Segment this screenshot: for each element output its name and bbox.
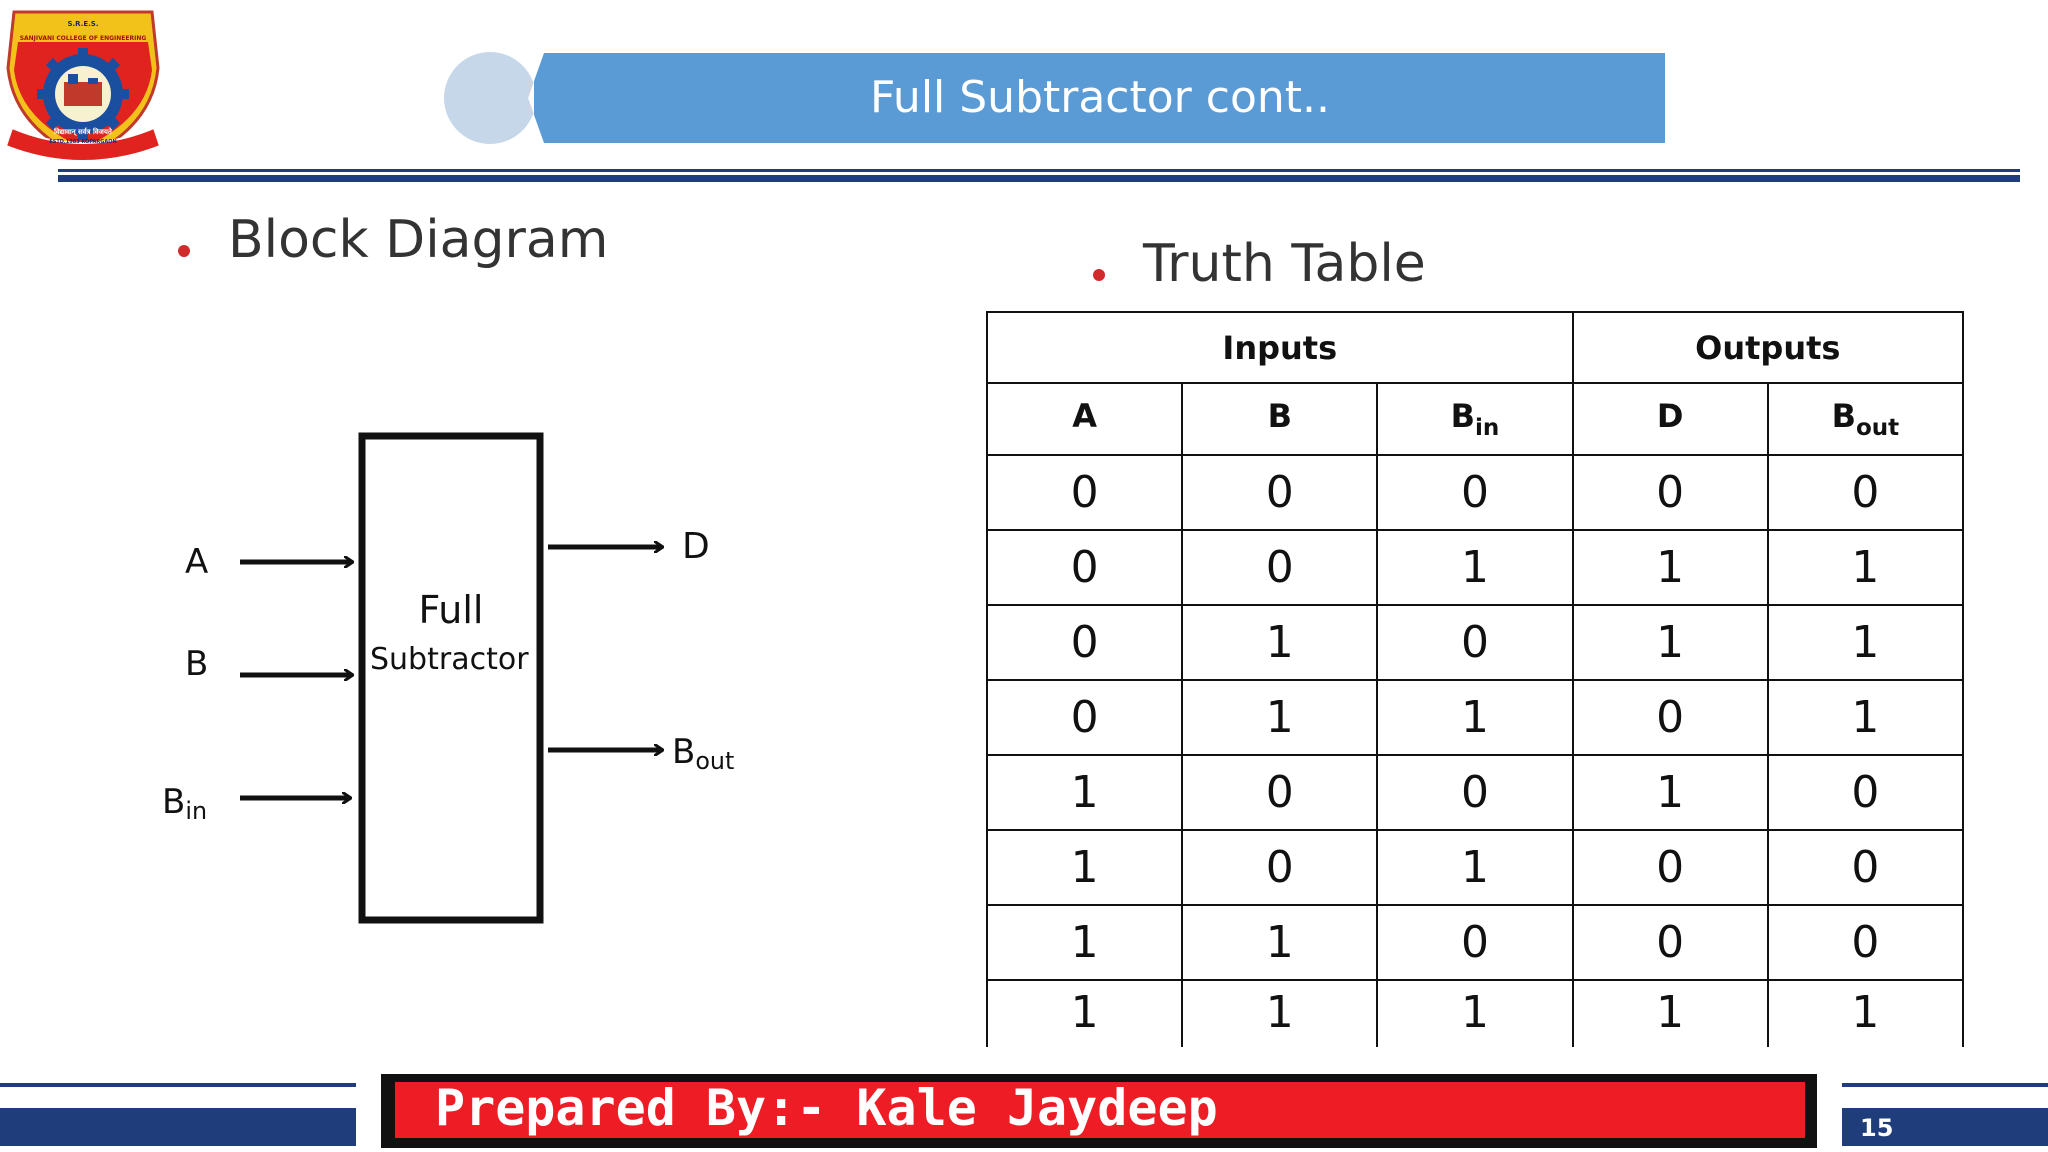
logo-org-text: S.R.E.S. [67, 20, 99, 28]
label-input-bin: Bin [162, 782, 208, 825]
table-cell: 0 [985, 529, 1184, 606]
table-cell: 0 [1181, 529, 1379, 606]
page-number: 15 [1860, 1114, 1894, 1142]
column-header-a: A [985, 382, 1184, 456]
table-cell: 0 [1181, 454, 1379, 531]
logo-est-text: ESTD.1983 KOPARGAON [49, 139, 117, 145]
table-cell: 1 [1766, 679, 1965, 756]
label-input-a: A [185, 542, 209, 582]
group-header-outputs: Outputs [1571, 311, 1965, 384]
column-header-b: B [1181, 382, 1379, 456]
table-cell: 0 [1571, 829, 1769, 906]
slide-title: Full Subtractor cont.. [870, 72, 1330, 123]
block-diagram-drawing [240, 432, 750, 924]
table-cell: 1 [1571, 604, 1769, 681]
heading-block-diagram: Block Diagram [228, 210, 609, 270]
table-cell: 1 [1376, 679, 1574, 756]
table-row: 0 0 1 1 1 [985, 529, 1965, 606]
table-cell: 1 [1571, 529, 1769, 606]
footer-rule-right-thick [1842, 1108, 2048, 1146]
label-output-d: D [682, 526, 710, 567]
table-cell: 0 [1376, 454, 1574, 531]
truth-table: Inputs Outputs A B Bin D Bout 0 0 0 0 0 … [985, 311, 1965, 1047]
table-cell: 0 [1376, 604, 1574, 681]
table-cell: 0 [1181, 829, 1379, 906]
bullet-icon [1093, 269, 1105, 281]
table-cell: 1 [1376, 829, 1574, 906]
table-cell: 0 [1766, 829, 1965, 906]
table-cell: 0 [1376, 754, 1574, 831]
table-row: 1 1 0 0 0 [985, 904, 1965, 981]
table-cell: 1 [1376, 979, 1574, 1047]
table-cell: 0 [1766, 454, 1965, 531]
table-row: 0 1 1 0 1 [985, 679, 1965, 756]
college-logo: S.R.E.S. SANJIVANI COLLEGE OF ENGINEERIN… [2, 8, 164, 168]
title-bar [528, 53, 1665, 143]
table-row: 1 1 1 1 1 [985, 979, 1965, 1047]
table-cell: 1 [1766, 604, 1965, 681]
logo-motto-text: विद्यावान् सर्वत्र विजयते [54, 128, 112, 136]
table-cell: 0 [985, 604, 1184, 681]
table-cell: 1 [1181, 604, 1379, 681]
table-cell: 1 [1181, 979, 1379, 1047]
table-cell: 0 [985, 454, 1184, 531]
table-cell: 0 [1571, 679, 1769, 756]
label-input-b: B [185, 644, 209, 684]
column-header-bout: Bout [1766, 382, 1965, 456]
table-cell: 1 [985, 829, 1184, 906]
block-diagram: A B Bin D Bout Full Subtractor [150, 420, 750, 940]
bullet-icon [178, 245, 190, 257]
table-cell: 0 [1766, 754, 1965, 831]
table-cell: 1 [1571, 979, 1769, 1047]
table-row: 0 1 0 1 1 [985, 604, 1965, 681]
table-cell: 1 [1376, 529, 1574, 606]
table-cell: 0 [1571, 454, 1769, 531]
table-cell: 1 [1181, 679, 1379, 756]
box-label-full: Full [418, 588, 484, 632]
table-row: 1 0 0 1 0 [985, 754, 1965, 831]
table-cell: 1 [985, 904, 1184, 981]
table-cell: 1 [1571, 754, 1769, 831]
table-cell: 0 [1571, 904, 1769, 981]
full-subtractor-box [358, 432, 544, 924]
footer-rule-right-thin [1842, 1083, 2048, 1087]
group-header-inputs: Inputs [986, 311, 1574, 384]
table-cell: 0 [1181, 754, 1379, 831]
footer-banner [395, 1082, 1805, 1138]
title-circle-decoration [444, 52, 536, 144]
logo-college-text: SANJIVANI COLLEGE OF ENGINEERING [19, 35, 147, 42]
box-label-subtractor: Subtractor [370, 642, 529, 677]
header-rule-thin [58, 169, 2020, 172]
footer-rule-left-thick [0, 1108, 356, 1146]
column-header-bin: Bin [1376, 382, 1574, 456]
table-group-header-row: Inputs Outputs [986, 311, 1965, 384]
table-row: 1 0 1 0 0 [985, 829, 1965, 906]
column-header-d: D [1571, 382, 1769, 456]
table-cell: 1 [1181, 904, 1379, 981]
footer-rule-left-thin [0, 1083, 356, 1087]
table-cell: 0 [1766, 904, 1965, 981]
table-cell: 1 [1766, 529, 1965, 606]
table-cell: 1 [1766, 979, 1965, 1047]
label-output-bout: Bout [672, 732, 735, 775]
table-cell: 0 [1376, 904, 1574, 981]
table-row: 0 0 0 0 0 [985, 454, 1965, 531]
heading-truth-table: Truth Table [1143, 234, 1426, 294]
footer-prepared-by: Prepared By:- Kale Jaydeep [435, 1079, 1218, 1137]
table-cell: 1 [985, 754, 1184, 831]
table-cell: 1 [985, 979, 1184, 1047]
header-rule-thick [58, 175, 2020, 182]
table-column-header-row: A B Bin D Bout [985, 382, 1965, 456]
college-emblem-icon [4, 10, 162, 162]
table-cell: 0 [985, 679, 1184, 756]
